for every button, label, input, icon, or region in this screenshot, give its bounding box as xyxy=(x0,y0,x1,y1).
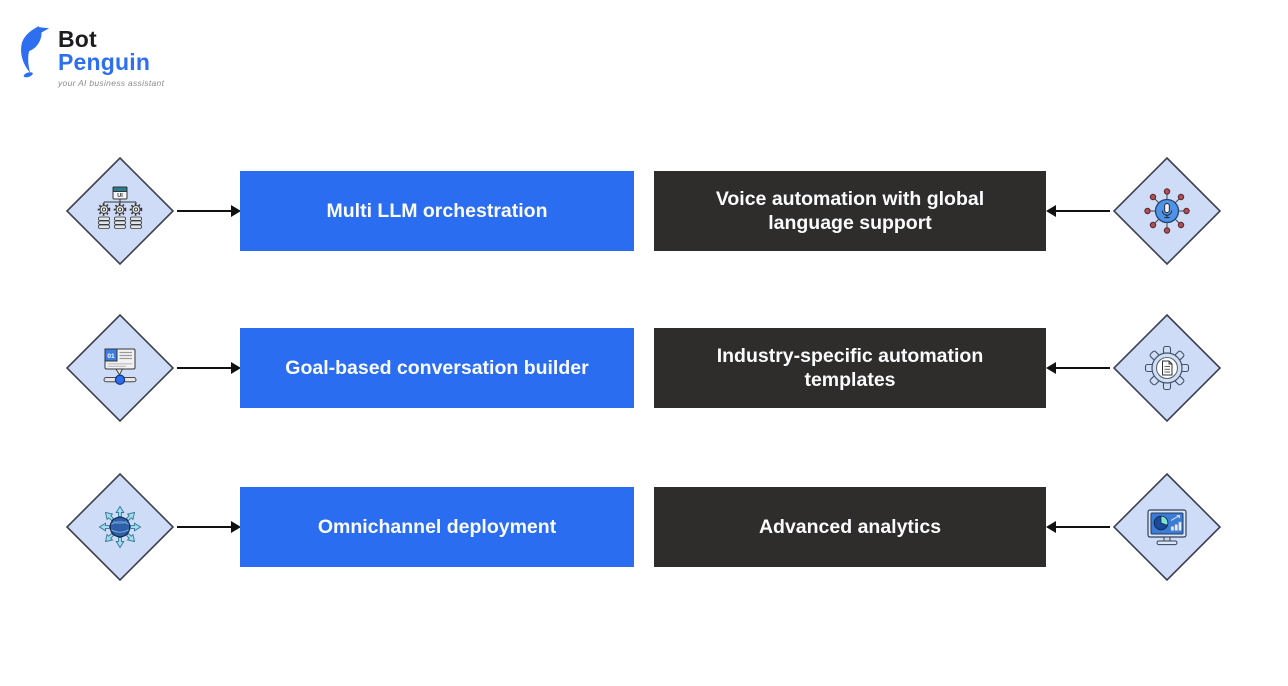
feature-label: Advanced analytics xyxy=(758,515,942,538)
penguin-icon xyxy=(21,26,50,78)
logo-brand-bottom: Penguin xyxy=(58,49,151,76)
feature-label: Omnichannel deployment xyxy=(317,515,557,538)
feature-box-blue-2: Goal-based conversation builder xyxy=(240,328,634,408)
feature-box-blue-1: Multi LLM orchestration xyxy=(240,171,634,251)
multi-llm-orchestration-icon: UI xyxy=(97,186,143,229)
feature-row-2: 01 Goal-based conversation builder Indus… xyxy=(0,313,1288,423)
svg-text:UI: UI xyxy=(117,193,123,199)
logo-tagline: your AI business assistant xyxy=(58,77,165,88)
arrow-left-connector xyxy=(1046,521,1110,533)
arrow-right-connector xyxy=(177,362,241,374)
svg-text:01: 01 xyxy=(107,353,115,360)
diamond-left-2: 01 xyxy=(65,313,175,423)
advanced-analytics-icon xyxy=(1147,509,1187,546)
diamond-left-3 xyxy=(65,472,175,582)
feature-box-dark-3: Advanced analytics xyxy=(654,487,1046,567)
feature-box-dark-2: Industry-specific automation templates xyxy=(654,328,1046,408)
industry-templates-icon xyxy=(1144,345,1190,391)
feature-box-dark-1: Voice automation with global language su… xyxy=(654,171,1046,251)
diamond-right-3 xyxy=(1112,472,1222,582)
feature-box-blue-3: Omnichannel deployment xyxy=(240,487,634,567)
diamond-right-1 xyxy=(1112,156,1222,266)
arrow-left-connector xyxy=(1046,362,1110,374)
voice-automation-icon xyxy=(1144,188,1190,234)
arrow-right-connector xyxy=(177,205,241,217)
feature-row-1: UI xyxy=(0,156,1288,266)
feature-label: Multi LLM orchestration xyxy=(326,199,548,222)
goal-conversation-builder-icon: 01 xyxy=(103,348,137,385)
arrow-right-connector xyxy=(177,521,241,533)
logo-brand-top: Bot xyxy=(58,26,97,52)
feature-label: Goal-based conversation builder xyxy=(285,356,589,379)
arrow-left-connector xyxy=(1046,205,1110,217)
logo-text: Bot Penguin your AI business assistant xyxy=(58,22,164,88)
feature-label: Industry-specific automation templates xyxy=(716,344,984,391)
feature-label: Voice automation with global language su… xyxy=(715,187,985,234)
diamond-right-2 xyxy=(1112,313,1222,423)
feature-row-3: Omnichannel deployment Advanced analytic… xyxy=(0,472,1288,582)
diamond-left-1: UI xyxy=(65,156,175,266)
botpenguin-logo: Bot Penguin your AI business assistant xyxy=(14,22,164,88)
omnichannel-deployment-icon xyxy=(98,505,142,549)
